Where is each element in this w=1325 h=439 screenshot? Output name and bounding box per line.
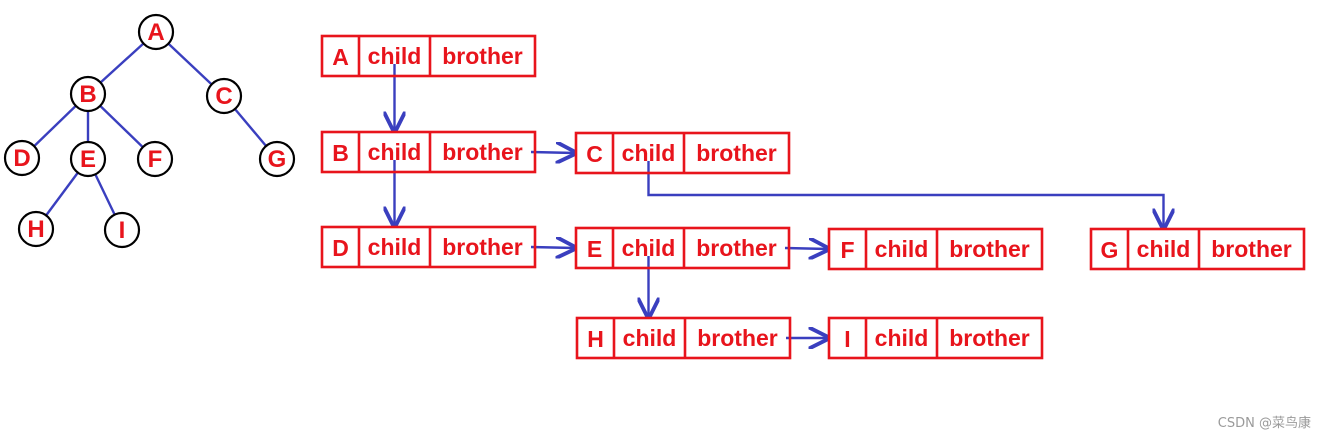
- record-label: H: [587, 326, 604, 352]
- tree-node-h: H: [17, 210, 55, 248]
- tree-node-a: A: [137, 13, 175, 51]
- record-frame: [320, 225, 537, 269]
- record-frame: [574, 131, 791, 175]
- link-brother-d-e: [530, 247, 575, 248]
- watermark: CSDN @菜鸟康: [1217, 416, 1311, 431]
- tree-node-label: H: [27, 216, 44, 243]
- tree-node-i: I: [103, 211, 141, 249]
- record-frame: [575, 316, 792, 360]
- record-child-field: child: [1137, 236, 1191, 262]
- record-brother-field: brother: [696, 235, 777, 261]
- tree-node-circle: [137, 13, 175, 51]
- tree-edge-a-c: [167, 42, 213, 86]
- record-child-field: child: [368, 43, 422, 69]
- record-frame: [574, 226, 791, 270]
- tree-node-f: F: [136, 140, 174, 178]
- record-brother-field: brother: [949, 236, 1030, 262]
- tree-node-label: D: [13, 145, 30, 172]
- tree-edge-e-h: [45, 171, 79, 217]
- record-brother-field: brother: [1211, 236, 1292, 262]
- tree-node-d: D: [3, 139, 41, 177]
- tree-node-label: B: [79, 81, 96, 108]
- record-child-field: child: [875, 325, 929, 351]
- tree-node-label: G: [268, 146, 287, 173]
- record-label: I: [844, 326, 850, 352]
- record-brother-field: brother: [696, 140, 777, 166]
- link-child-c-g: [647, 161, 1164, 228]
- tree-edge-c-g: [234, 108, 267, 147]
- tree-node-label: C: [215, 83, 232, 110]
- record-child-field: child: [875, 236, 929, 262]
- record-label: D: [332, 235, 349, 261]
- tree-node-label: I: [119, 217, 126, 244]
- record-frame: [320, 34, 537, 78]
- tree-node-b: B: [69, 75, 107, 113]
- record-label: A: [332, 44, 349, 70]
- tree-node-label: A: [147, 19, 164, 46]
- record-label: F: [840, 237, 854, 263]
- record-child-field: child: [368, 234, 422, 260]
- tree-edges: [33, 42, 267, 217]
- tree-node-circle: [69, 140, 107, 178]
- tree-edge-b-f: [99, 104, 144, 149]
- record-label: E: [587, 236, 602, 262]
- record-frame: [1089, 227, 1306, 271]
- tree-node-circle: [136, 140, 174, 178]
- tree-edge-e-i: [94, 173, 116, 216]
- record-child-field: child: [623, 325, 677, 351]
- link-brother-b-c: [530, 152, 575, 153]
- record-brother-field: brother: [442, 234, 523, 260]
- tree-node-e: E: [69, 140, 107, 178]
- tree-node-circle: [103, 211, 141, 249]
- tree-node-label: F: [148, 146, 163, 173]
- record-label: C: [586, 141, 603, 167]
- record-brother-field: brother: [949, 325, 1030, 351]
- record-child-field: child: [622, 235, 676, 261]
- record-label: G: [1101, 237, 1119, 263]
- record-child-field: child: [622, 140, 676, 166]
- tree-node-circle: [205, 77, 243, 115]
- tree-node-c: C: [205, 77, 243, 115]
- link-brother-e-f: [784, 248, 828, 249]
- record-child-field: child: [368, 139, 422, 165]
- record-brother-field: brother: [697, 325, 778, 351]
- tree-node-label: E: [80, 146, 96, 173]
- record-frame: [320, 130, 537, 174]
- record-links: [395, 64, 1164, 338]
- tree-edge-b-d: [33, 104, 77, 148]
- tree-node-circle: [258, 140, 296, 178]
- tree-node-circle: [17, 210, 55, 248]
- record-brother-field: brother: [442, 139, 523, 165]
- tree-node-g: G: [258, 140, 296, 178]
- record-frame: [827, 227, 1044, 271]
- tree-edge-a-b: [99, 42, 145, 84]
- tree-node-circle: [69, 75, 107, 113]
- tree-nodes: A B C D E F G H I: [3, 13, 296, 249]
- record-frame: [827, 316, 1044, 360]
- record-label: B: [332, 140, 349, 166]
- tree-node-circle: [3, 139, 41, 177]
- record-brother-field: brother: [442, 43, 523, 69]
